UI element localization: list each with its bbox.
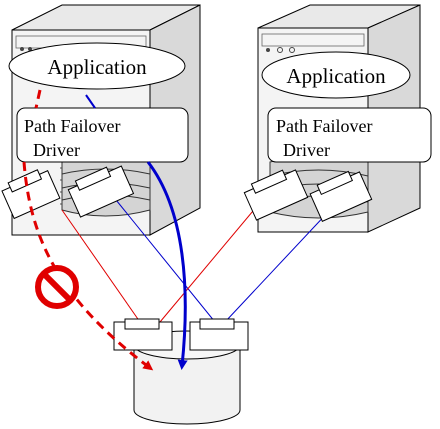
driver-right-label-line1: Path Failover [276,116,373,136]
application-right: Application [261,51,411,99]
active-path-app-segment [85,94,96,109]
hba-card-right-2 [309,170,373,222]
application-left-label: Application [47,55,147,79]
driver-right-box [267,107,432,163]
application-right-label: Application [286,64,386,88]
hba-card-left-2 [67,165,135,218]
path-line-left-to-port2-blue [111,194,216,323]
server-right-bay [261,33,365,47]
driver-left-box [16,107,189,163]
application-right-ellipse [261,51,411,99]
server-right-led [266,48,270,52]
no-entry-icon [35,265,79,309]
storage-disk-body [133,345,241,425]
application-left: Application [8,42,186,90]
hba-card-right-1 [243,169,309,221]
driver-right: Path Failover Driver [267,107,432,163]
server-left-led [28,47,32,51]
driver-left: Path Failover Driver [16,107,189,163]
server-left-led [20,47,24,51]
driver-left-label-line2: Driver [33,140,80,160]
storage-port-right [189,318,249,351]
driver-right-label-line2: Driver [283,140,330,160]
server-right-led [277,47,283,53]
application-left-ellipse [8,42,186,90]
active-path-arrow [146,161,188,370]
server-right-led [289,47,295,53]
path-line-left-to-port1-red [61,209,141,323]
failed-path-app-segment [34,89,42,109]
driver-left-label-line1: Path Failover [24,116,121,136]
storage-port-left [113,318,173,351]
path-line-right-to-port2-blue [224,209,331,323]
path-line-right-to-port1-red [159,204,259,323]
